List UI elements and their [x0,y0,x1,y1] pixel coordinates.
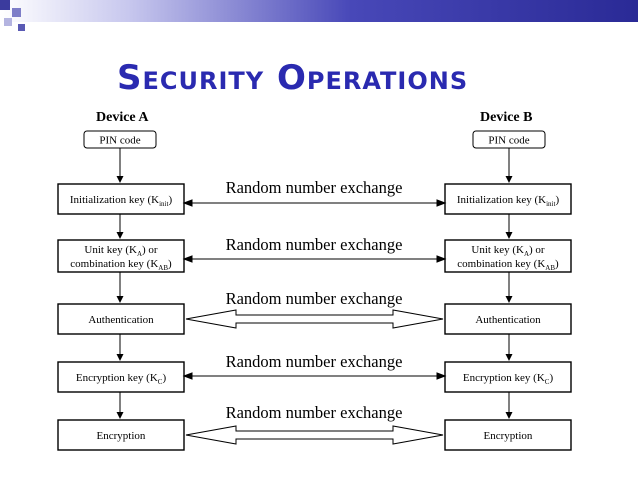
exchange-label-2: Random number exchange [226,235,403,254]
encryption-key-label-a: Encryption key (KC) [76,372,167,386]
exchange-label-1: Random number exchange [226,178,403,197]
thin-arrow-1 [182,199,447,207]
init-key-label-b: Initialization key (Kinit) [457,194,560,208]
encryption-key-box-b [444,361,572,393]
top-gradient-bar [0,0,638,22]
combination-key-label-a: combination key (KAB) [70,258,172,272]
unit-key-box-a [57,239,185,273]
init-key-box-a [57,183,185,215]
authentication-label-a: Authentication [88,314,154,326]
init-key-label-a: Initialization key (Kinit) [70,194,173,208]
exchange-label-4: Random number exchange [226,352,403,371]
unit-key-label-a: Unit key (KA) or [84,244,158,258]
pin-code-label-b: PIN code [488,135,529,147]
encryption-box-b [444,419,572,451]
exchange-label-3: Random number exchange [226,289,403,308]
encryption-label-a: Encryption [97,430,146,442]
device-b-label: Device B [480,110,532,125]
slide-title: Security Operations [117,58,469,98]
hollow-arrow-5 [185,425,444,445]
encryption-label-b: Encryption [484,430,533,442]
init-key-box-b [444,183,572,215]
unit-key-box-b [444,239,572,273]
corner-square-4 [18,24,25,31]
authentication-box-b [444,303,572,335]
encryption-box-a [57,419,185,451]
corner-square-2 [12,8,21,17]
encryption-key-label-b: Encryption key (KC) [463,372,554,386]
authentication-box-a [57,303,185,335]
thin-arrow-2 [182,255,447,263]
unit-key-label-b: Unit key (KA) or [471,244,545,258]
corner-square-1 [0,0,10,10]
device-a-label: Device A [96,110,149,125]
exchange-label-5: Random number exchange [226,403,403,422]
pin-code-label-a: PIN code [99,135,140,147]
encryption-key-box-a [57,361,185,393]
combination-key-label-b: combination key (KAB) [457,258,559,272]
hollow-arrow-3 [185,309,444,329]
authentication-label-b: Authentication [475,314,541,326]
corner-square-3 [4,18,12,26]
thin-arrow-4 [182,372,447,380]
